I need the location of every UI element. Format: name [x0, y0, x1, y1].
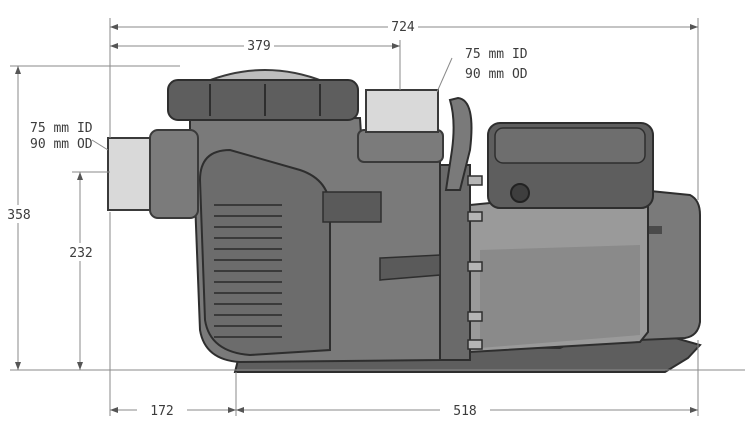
dim-base-length: 518: [453, 404, 476, 419]
vent-grille: [214, 204, 282, 338]
terminal-box-top: [494, 127, 646, 164]
housing-front-face: [198, 148, 331, 357]
inlet-id-label: 75 mm ID: [30, 121, 93, 136]
outlet-od-label: 90 mm OD: [465, 67, 528, 82]
bolt-mid-lower: [467, 311, 483, 322]
dim-outlet-offset: 379: [247, 39, 270, 54]
bolt-bottom: [467, 339, 483, 350]
bolt-top: [467, 175, 483, 186]
cable-gland: [510, 183, 530, 203]
housing-label-panel: [322, 191, 382, 223]
motor-shading: [480, 245, 640, 348]
outlet-pipe: [365, 89, 439, 133]
housing-rib: [379, 254, 441, 281]
pump-illustration: [107, 69, 702, 373]
motor-end-slot: [648, 226, 662, 234]
dim-inlet-offset: 172: [150, 404, 173, 419]
bolt-mid-upper: [467, 211, 483, 222]
inlet-union-ring: [149, 129, 199, 219]
carry-handle: [444, 96, 473, 191]
inlet-pipe: [107, 137, 154, 211]
bolt-mid: [467, 261, 483, 272]
outlet-union-ring: [357, 129, 444, 163]
motor-flange: [439, 164, 471, 361]
dim-overall-height: 358: [7, 208, 30, 223]
dimension-labels: 724 379 358 232 172 518 75 mm ID 90 mm O…: [4, 17, 528, 419]
dim-overall-length: 724: [391, 20, 415, 35]
outlet-id-label: 75 mm ID: [465, 47, 528, 62]
dim-inlet-height: 232: [69, 246, 92, 261]
strainer-lid: [167, 79, 359, 121]
inlet-od-label: 90 mm OD: [30, 137, 93, 152]
